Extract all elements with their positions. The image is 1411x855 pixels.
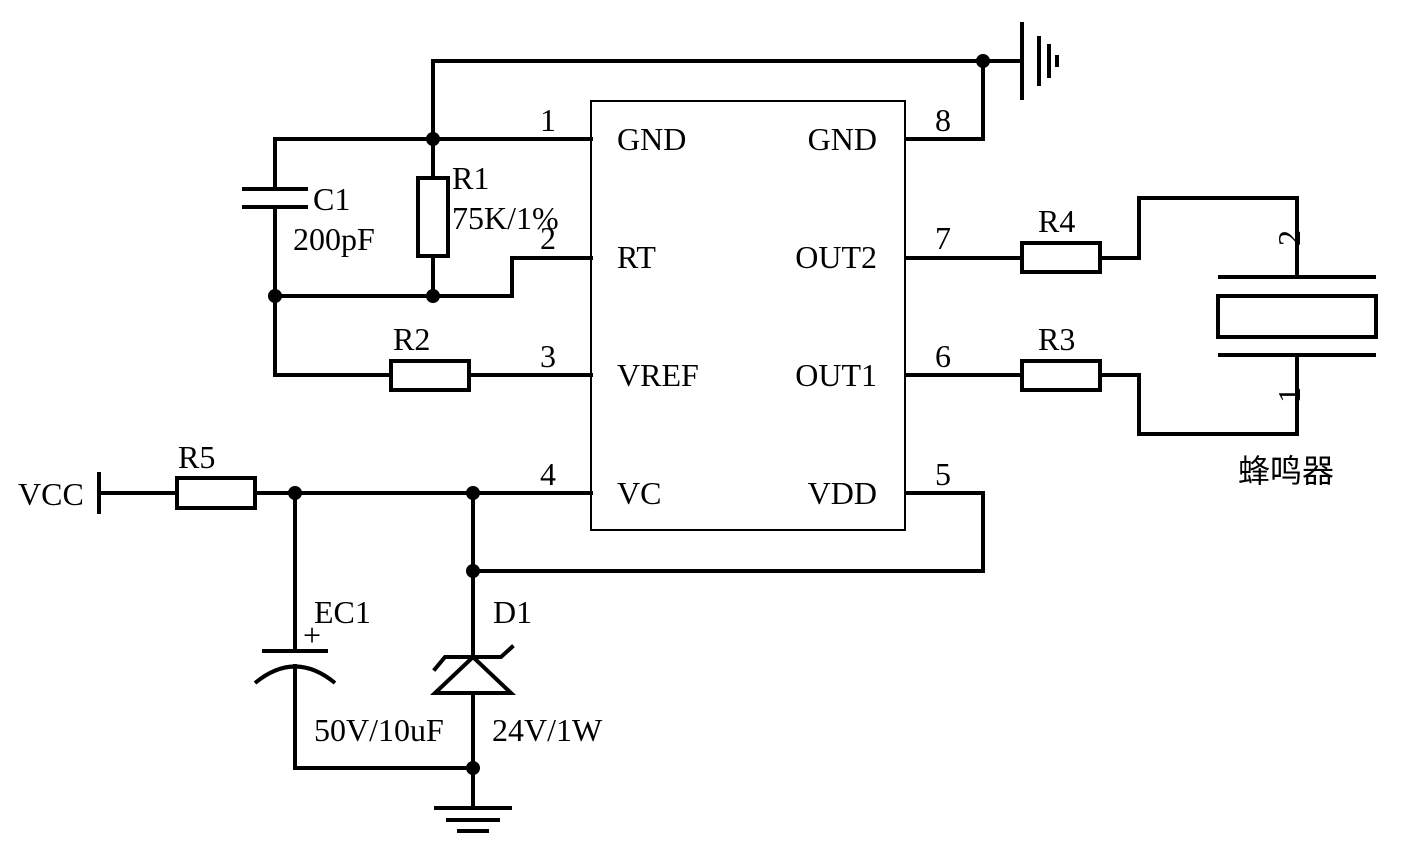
r1-value: 75K/1%	[452, 200, 559, 236]
r3-ref: R3	[1038, 321, 1075, 357]
pin7-name: OUT2	[795, 239, 877, 275]
c1-capacitor	[242, 137, 393, 377]
vcc-label: VCC	[18, 476, 84, 512]
d1-zener-diode	[429, 644, 517, 770]
pin2-wire	[273, 256, 593, 298]
r4-resistor	[904, 196, 1299, 279]
ec1-ref: EC1	[314, 594, 371, 630]
pin1-number: 1	[540, 102, 556, 138]
buzzer-pin1-number: 1	[1271, 387, 1307, 403]
r2-resistor	[389, 359, 593, 392]
pin3-number: 3	[540, 338, 556, 374]
pin2-number: 2	[540, 220, 556, 256]
junction-dots	[268, 54, 990, 775]
r1-resistor	[416, 137, 450, 298]
pin6-name: OUT1	[795, 357, 877, 393]
buzzer-symbol	[1216, 275, 1378, 357]
r3-resistor	[904, 353, 1299, 436]
pin8-name: GND	[808, 121, 877, 157]
c1-ref: C1	[313, 181, 350, 217]
r5-resistor	[175, 476, 593, 510]
ground-symbol-bottom	[434, 766, 512, 833]
pin6-number: 6	[935, 338, 951, 374]
pin1-name: GND	[617, 121, 686, 157]
pin5-name: VDD	[808, 475, 877, 511]
ec1-polarity: +	[303, 617, 321, 653]
ec1-capacitor	[253, 491, 475, 770]
pin5-wire	[471, 491, 985, 573]
pin8-number: 8	[935, 102, 951, 138]
pin4-number: 4	[540, 456, 556, 492]
c1-value: 200pF	[293, 221, 375, 257]
buzzer-pin2-number: 2	[1271, 230, 1307, 246]
buzzer-label: 蜂鸣器	[1238, 452, 1334, 490]
d1-ref: D1	[493, 594, 532, 630]
pin7-number: 7	[935, 220, 951, 256]
vcc-input	[97, 472, 179, 514]
pin2-name: RT	[617, 239, 656, 275]
pin4-name: VC	[617, 475, 661, 511]
ic-body	[590, 100, 906, 531]
r1-ref: R1	[452, 160, 489, 196]
pin5-number: 5	[935, 456, 951, 492]
r4-ref: R4	[1038, 203, 1075, 239]
d1-value: 24V/1W	[492, 712, 603, 748]
pin3-name: VREF	[617, 357, 699, 393]
r5-ref: R5	[178, 439, 215, 475]
ground-symbol-top	[1020, 22, 1059, 100]
r2-ref: R2	[393, 321, 430, 357]
ec1-value: 50V/10uF	[314, 712, 444, 748]
